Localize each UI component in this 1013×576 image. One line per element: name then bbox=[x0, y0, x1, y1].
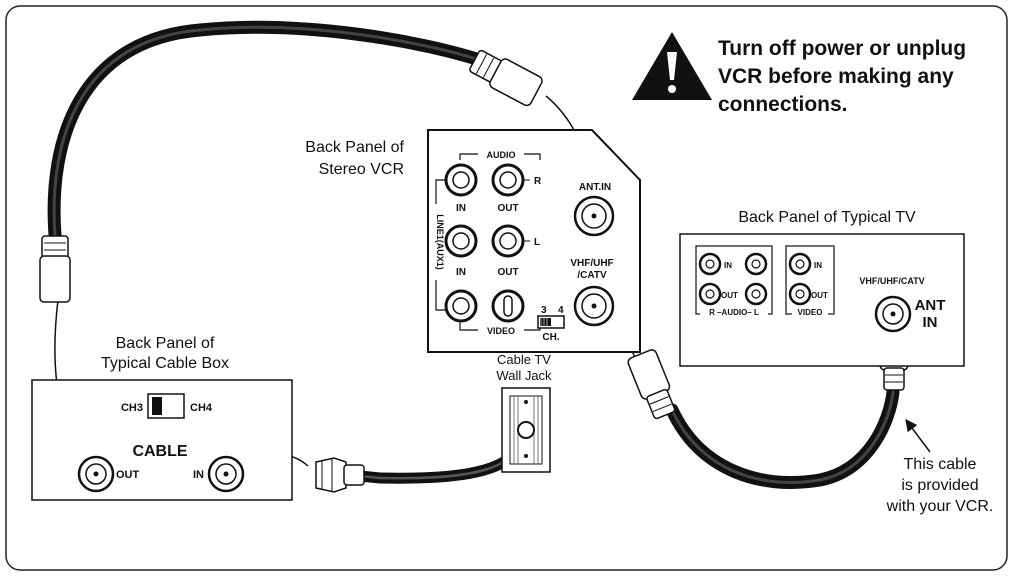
note-line-3: with your VCR. bbox=[886, 498, 994, 515]
audio-out-label: OUT bbox=[497, 203, 518, 214]
cable-wall-to-box bbox=[354, 426, 530, 484]
vcr-ant-in-jack[interactable] bbox=[573, 195, 615, 237]
cable-vcr-to-tv-highlight bbox=[670, 390, 895, 484]
tv-audio-in-label: IN bbox=[724, 261, 732, 270]
audio-label-bg bbox=[478, 148, 524, 160]
tv-ant-label-line-1: ANT bbox=[915, 297, 946, 314]
vcr-title-line-2: Stereo VCR bbox=[319, 161, 404, 178]
tv-title: Back Panel of Typical TV bbox=[738, 209, 916, 226]
tv-video-in-label: IN bbox=[814, 261, 822, 270]
warning-icon bbox=[632, 32, 712, 100]
video-out-label: OUT bbox=[497, 267, 518, 278]
tv-audio-r-out-jack[interactable] bbox=[698, 282, 722, 306]
tv-audio-r-in-jack[interactable] bbox=[698, 252, 722, 276]
ch3-label: 3 bbox=[541, 305, 547, 316]
cable-box-out-label: OUT bbox=[116, 469, 140, 481]
cable-box-ch3-label: CH3 bbox=[121, 402, 143, 414]
tv-audio-row-bg bbox=[700, 306, 768, 317]
video-label: VIDEO bbox=[487, 326, 515, 336]
ch4-label: 4 bbox=[558, 305, 564, 316]
cable-box-title-line-2: Typical Cable Box bbox=[101, 355, 229, 372]
warning-line-2: VCR before making any bbox=[718, 65, 954, 88]
tv-video-out-jack[interactable] bbox=[788, 282, 812, 306]
vcr-audio-l-out-jack[interactable] bbox=[491, 224, 525, 258]
note-line-2: is provided bbox=[901, 477, 978, 494]
cable-connector-top bbox=[469, 49, 543, 107]
cable-connector-f bbox=[315, 457, 365, 493]
vcr-channel-switch[interactable] bbox=[537, 315, 565, 329]
cable-thick-top-highlight bbox=[52, 25, 488, 237]
line1-label: LINE1(AUX1) bbox=[435, 214, 445, 270]
vcr-title-line-1: Back Panel of bbox=[305, 139, 404, 156]
video-label-bg bbox=[478, 324, 524, 336]
cable-box-ch4-label: CH4 bbox=[190, 402, 213, 414]
cable-vcr-to-tv bbox=[665, 385, 900, 489]
vcr-audio-r-out-jack[interactable] bbox=[491, 163, 525, 197]
vhf-label-line-1: VHF/UHF bbox=[570, 258, 613, 269]
r-label: R bbox=[534, 176, 542, 187]
line1-label-bg bbox=[430, 204, 442, 280]
vcr-audio-l-in-jack[interactable] bbox=[444, 224, 478, 258]
l-label: L bbox=[534, 237, 540, 248]
audio-label: AUDIO bbox=[487, 150, 516, 160]
cable-connector-left bbox=[39, 235, 71, 303]
vcr-video-out-jack[interactable] bbox=[491, 289, 525, 323]
tv-audio-l-out-jack[interactable] bbox=[744, 282, 768, 306]
wall-jack[interactable] bbox=[501, 387, 551, 473]
tv-video-label-bg bbox=[792, 306, 828, 317]
video-in-label: IN bbox=[456, 267, 466, 278]
warning-line-1: Turn off power or unplug bbox=[718, 37, 966, 60]
ant-in-label: ANT.IN bbox=[579, 182, 611, 193]
vhf-label-line-2: /CATV bbox=[577, 270, 607, 281]
audio-in-label: IN bbox=[456, 203, 466, 214]
warning-line-3: connections. bbox=[718, 93, 848, 116]
note-arrow bbox=[905, 419, 931, 453]
note-line-1: This cable bbox=[904, 456, 977, 473]
tv-video-in-jack[interactable] bbox=[788, 252, 812, 276]
cable-box-cable-label: CABLE bbox=[132, 443, 187, 460]
cable-box-in-jack[interactable] bbox=[207, 455, 245, 493]
outer-frame bbox=[5, 5, 1008, 571]
tv-audio-row-label: R –AUDIO– L bbox=[709, 308, 759, 317]
cable-box-out-jack[interactable] bbox=[77, 455, 115, 493]
cable-box-in-label: IN bbox=[193, 469, 204, 481]
vcr-audio-r-in-jack[interactable] bbox=[444, 163, 478, 197]
cable-connector-vcr-side bbox=[627, 349, 676, 420]
vcr-video-in-jack[interactable] bbox=[444, 289, 478, 323]
tv-ant-in-jack[interactable] bbox=[874, 295, 912, 333]
tv-vhf-label: VHF/UHF/CATV bbox=[859, 276, 924, 286]
wall-jack-label-line-1: Cable TV bbox=[497, 352, 551, 367]
tv-video-label: VIDEO bbox=[798, 308, 823, 317]
ch-label: CH. bbox=[542, 332, 559, 343]
wall-jack-label-line-2: Wall Jack bbox=[496, 368, 552, 383]
tv-video-out-label: OUT bbox=[811, 291, 828, 300]
cable-box-channel-switch[interactable] bbox=[147, 393, 185, 419]
tv-audio-l-in-jack[interactable] bbox=[744, 252, 768, 276]
tv-ant-label-line-2: IN bbox=[923, 314, 938, 331]
cable-box-title-line-1: Back Panel of bbox=[116, 335, 215, 352]
tv-audio-out-label: OUT bbox=[721, 291, 738, 300]
vcr-vhf-out-jack[interactable] bbox=[573, 285, 615, 327]
